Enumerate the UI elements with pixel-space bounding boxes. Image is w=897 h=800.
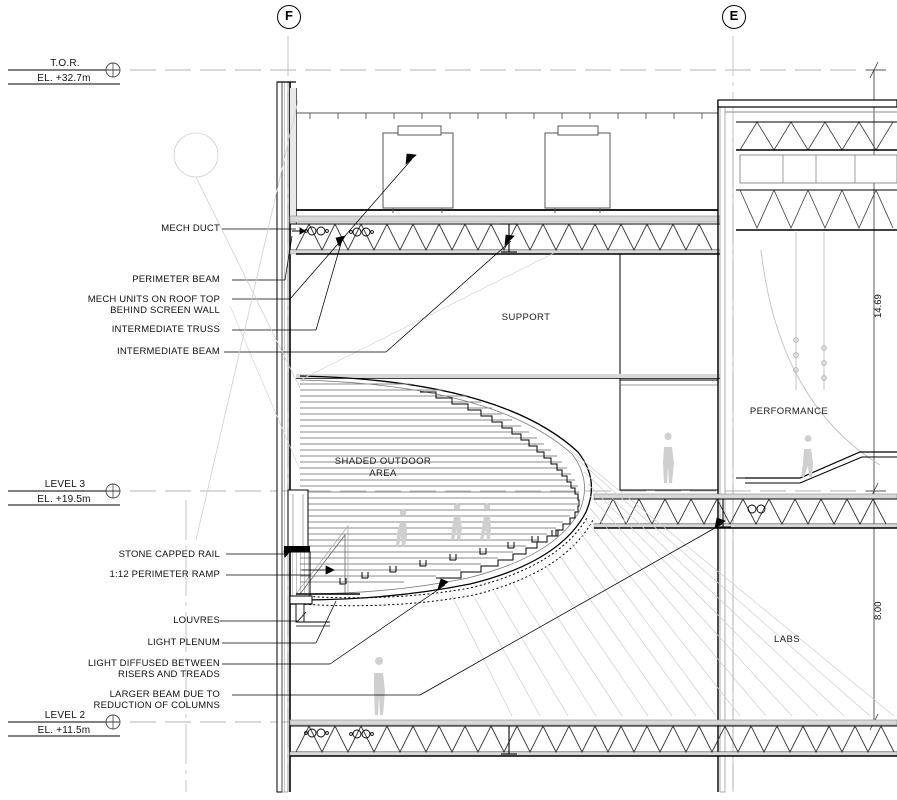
construction-geometry: [173, 99, 301, 541]
annotation-mech-duct: MECH DUCT: [161, 223, 220, 234]
mech-units-roof: [382, 125, 611, 213]
level2-truss-band: [289, 719, 897, 757]
annotation-reduction-of-columns: REDUCTION OF COLUMNS: [93, 700, 220, 711]
level-elevation-tor: EL. +32.7m: [37, 73, 91, 84]
level-elevation-level3: EL. +19.5m: [37, 494, 91, 505]
light-rays: [451, 449, 895, 717]
annotation-louvres: LOUVRES: [173, 615, 220, 626]
annotation-perimeter-beam: PERIMETER BEAM: [132, 274, 220, 285]
annotation-risers-and-treads: RISERS AND TREADS: [118, 669, 220, 680]
annotation-larger-beam: LARGER BEAM DUE TO: [109, 689, 220, 700]
room-label-performance: PERFORMANCE: [749, 406, 829, 417]
room-label-support: SUPPORT: [501, 312, 551, 323]
louvre-soffit: [299, 515, 595, 607]
room-label-shaded-outdoor: SHADED OUTDOOR: [334, 456, 432, 467]
riser-light-detail: [339, 530, 559, 585]
grid-bubble-E-label: E: [729, 8, 739, 23]
grid-bubble-F[interactable]: F: [277, 5, 301, 29]
roof-parapet: [296, 112, 718, 211]
performance-volume: [717, 99, 897, 793]
roof-truss-band: [289, 215, 721, 255]
human-figures: [374, 432, 813, 715]
annotation-intermediate-beam: INTERMEDIATE BEAM: [117, 346, 220, 357]
leader-lines: [220, 153, 726, 696]
mech-duct-symbol: [292, 226, 329, 236]
level3-truss-band: [593, 493, 897, 529]
annotation-perimeter-ramp: 1:12 PERIMETER RAMP: [109, 569, 220, 580]
dimension-14-69: 14.69: [873, 294, 884, 318]
annotation-mech-units-roof-top: MECH UNITS ON ROOF TOP: [87, 294, 220, 305]
left-facade-wall: [276, 81, 297, 793]
annotation-behind-screen-wall: BEHIND SCREEN WALL: [110, 305, 220, 316]
stair-step-profile: [420, 391, 580, 579]
level-name-tor: T.O.R.: [50, 58, 80, 69]
room-label-labs: LABS: [774, 634, 800, 645]
annotation-intermediate-truss: INTERMEDIATE TRUSS: [111, 324, 220, 335]
level-name-level2: LEVEL 2: [44, 710, 86, 721]
grid-bubble-E[interactable]: E: [722, 5, 746, 29]
dimension-8-00: 8.00: [873, 601, 884, 621]
room-label-shaded-outdoor-area: AREA: [369, 468, 397, 479]
grid-bubble-F-label: F: [285, 8, 293, 23]
level2-column: [501, 726, 517, 755]
elliptical-amphitheater: [229, 249, 895, 717]
annotation-light-diffused: LIGHT DIFFUSED BETWEEN: [88, 658, 220, 669]
ramp-rail-plenum-detail: [284, 489, 360, 627]
annotation-light-plenum: LIGHT PLENUM: [147, 637, 220, 648]
hung-lighting: [793, 232, 827, 390]
support-level: [296, 253, 720, 491]
level-elevation-level2: EL. +11.5m: [37, 725, 91, 736]
annotation-stone-capped-rail: STONE CAPPED RAIL: [118, 549, 220, 560]
level-name-level3: LEVEL 3: [44, 479, 86, 490]
